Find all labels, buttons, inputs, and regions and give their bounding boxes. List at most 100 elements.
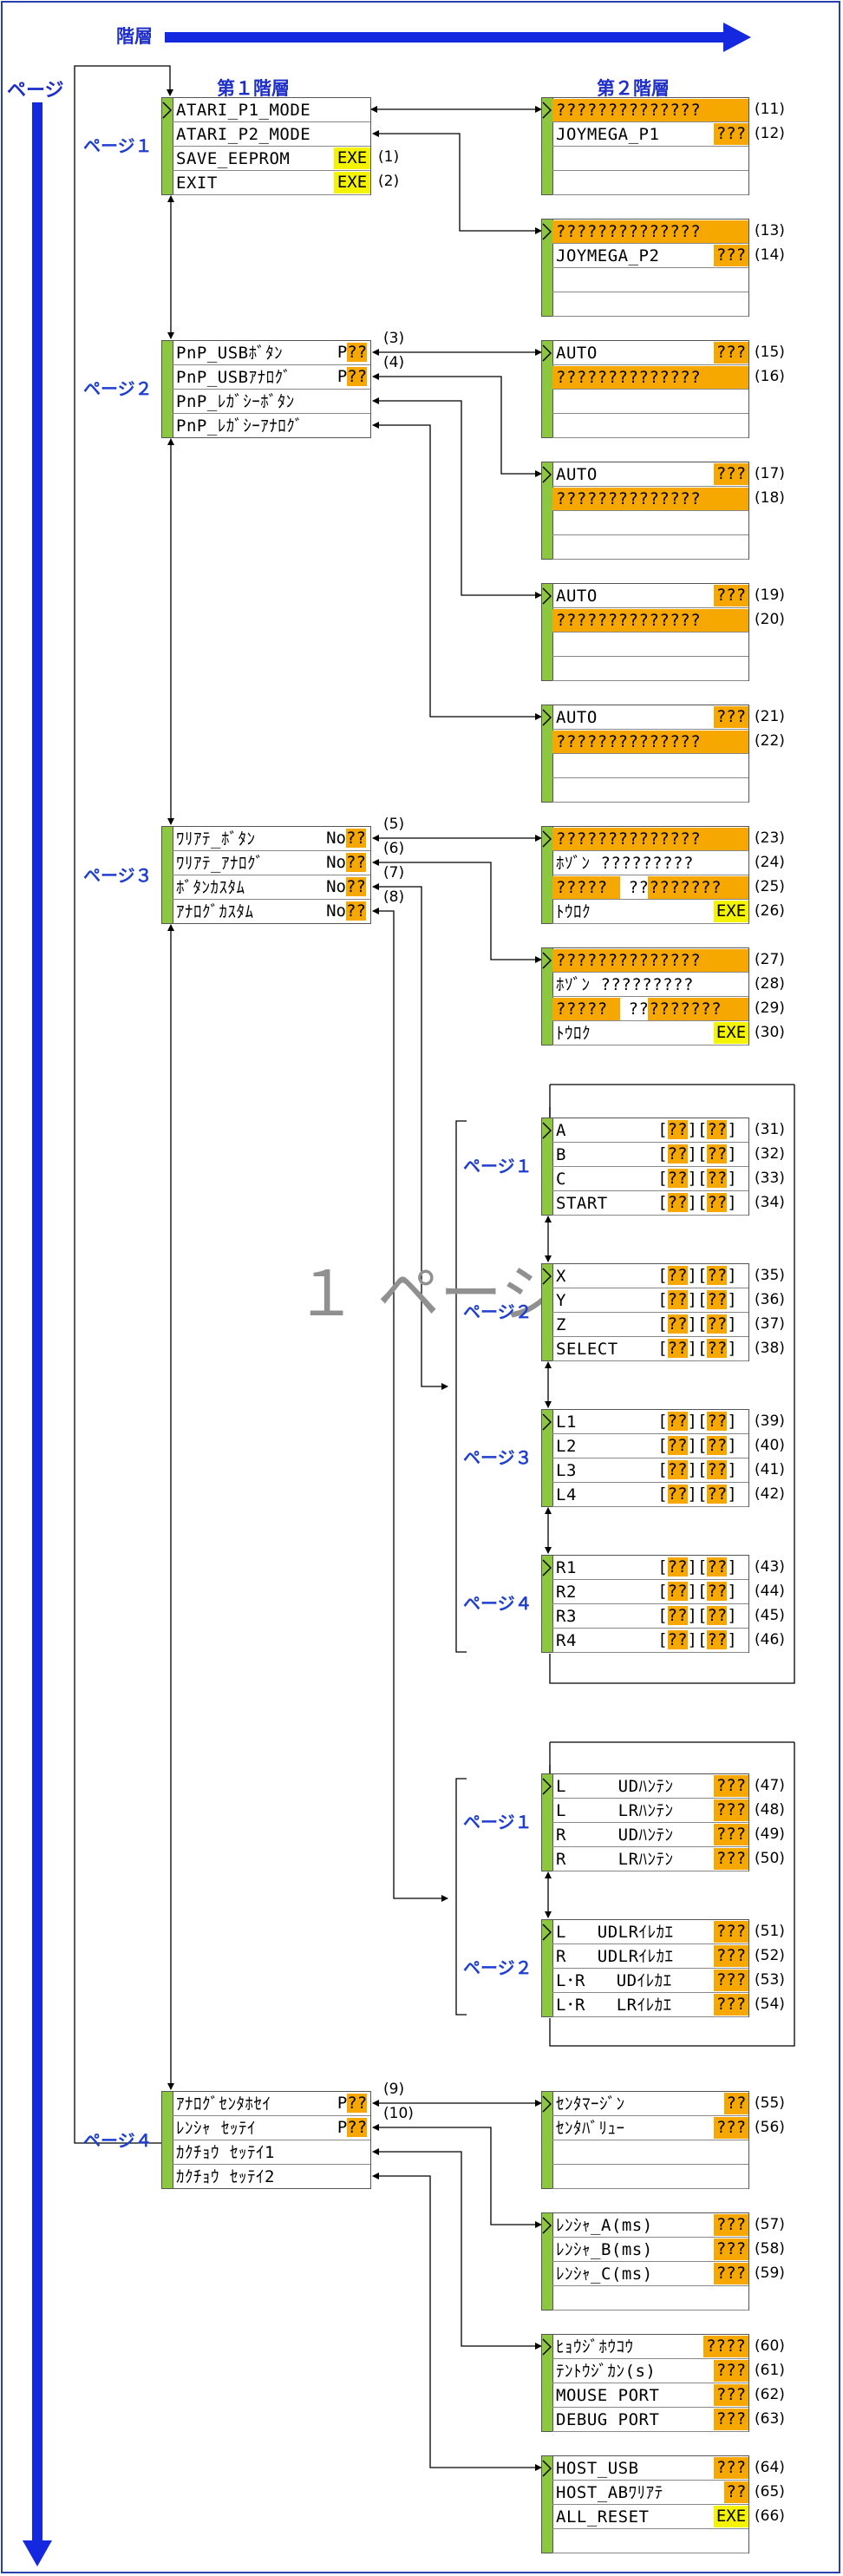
level2-menu-item[interactable]: ?????????????? (552, 827, 748, 851)
level2-menu-item[interactable]: START[??][??] (552, 1191, 748, 1216)
level2-menu-item[interactable]: HOST_USB??? (552, 2456, 748, 2481)
level2-menu-item[interactable]: ?????????????? (552, 608, 748, 633)
level2-menu-item[interactable]: ﾎｿﾞﾝ ????????? (552, 973, 748, 997)
level2-menu-item[interactable]: L･R LRｲﾚｶｴ??? (552, 1993, 748, 2017)
level2-menu-item[interactable]: SELECT[??][??] (552, 1337, 748, 1361)
level2-menu-item[interactable]: R UDﾊﾝﾃﾝ??? (552, 1823, 748, 1847)
level1-menu-item[interactable]: ｶｸﾁｮｳ ｾｯﾃｲ2 (173, 2165, 370, 2189)
level2-menu-item[interactable]: AUTO??? (552, 462, 748, 487)
level2-menu-item[interactable]: L LRﾊﾝﾃﾝ??? (552, 1799, 748, 1823)
level2-menu-item[interactable]: ?????????????? (552, 365, 748, 390)
level1-menu-item[interactable]: ATARI_P1_MODE (173, 98, 370, 122)
value-placeholder: ?? (707, 1314, 728, 1334)
level2-menu-item[interactable]: ﾚﾝｼｬ_A(ms)??? (552, 2213, 748, 2238)
item-number: (45) (755, 1607, 785, 1624)
level2-menu-item[interactable]: DEBUG PORT??? (552, 2408, 748, 2432)
level2-menu-item[interactable]: HOST_ABﾜﾘｱﾃ?? (552, 2481, 748, 2505)
level2-menu-item[interactable] (552, 171, 748, 195)
level2-menu-item[interactable]: ｾﾝﾀﾏｰｼﾞﾝ?? (552, 2092, 748, 2116)
level2-menu-item[interactable] (552, 657, 748, 681)
level2-menu-item[interactable]: ﾚﾝｼｬ_B(ms)??? (552, 2238, 748, 2262)
level1-menu-item[interactable]: PnP_ﾚｶﾞｼｰｱﾅﾛｸﾞ (173, 414, 370, 438)
level2-menu-item[interactable]: ?????????????? (552, 948, 748, 973)
level2-menu-item[interactable]: R2[??][??] (552, 1580, 748, 1604)
level2-menu-item[interactable]: L1[??][??] (552, 1410, 748, 1434)
level2-menu-item[interactable] (552, 2286, 748, 2311)
level1-menu-item[interactable]: PnP_ﾚｶﾞｼｰﾎﾞﾀﾝ (173, 390, 370, 414)
level2-menu-item[interactable]: R UDLRｲﾚｶｴ??? (552, 1944, 748, 1969)
level2-menu-item[interactable]: R LRﾊﾝﾃﾝ??? (552, 1847, 748, 1871)
level2-menu-item[interactable]: JOYMEGA_P2??? (552, 244, 748, 268)
level1-menu-item[interactable]: ATARI_P2_MODE (173, 122, 370, 147)
level2-menu-item[interactable]: ﾚﾝｼｬ_C(ms)??? (552, 2262, 748, 2286)
bracket: ] (727, 1582, 737, 1601)
level2-menu-item[interactable]: Y[??][??] (552, 1288, 748, 1313)
selection-cursor-icon (542, 1413, 552, 1431)
level2-menu-item[interactable]: ????? ????????? (552, 997, 748, 1021)
level2-menu-item[interactable]: AUTO??? (552, 341, 748, 365)
level2-menu-item[interactable]: ﾎｿﾞﾝ ????????? (552, 851, 748, 875)
item-note: (7) (383, 864, 405, 882)
menu-item-label: AUTO (556, 587, 598, 606)
level2-menu-item[interactable] (552, 268, 748, 292)
level2-menu-item[interactable]: AUTO??? (552, 705, 748, 730)
level2-menu-item[interactable]: X[??][??] (552, 1264, 748, 1288)
level2-menu-item[interactable] (552, 535, 748, 560)
level2-menu-item[interactable] (552, 2529, 748, 2553)
level2-menu-item[interactable]: ?????????????? (552, 730, 748, 754)
level2-menu-item[interactable] (552, 292, 748, 317)
level2-menu-item[interactable] (552, 147, 748, 171)
level2-menu: ﾋｮｳｼﾞﾎｳｺｳ????ﾃﾝﾄｳｼﾞｶﾝ(s)???MOUSE PORT???… (541, 2334, 749, 2432)
menu-item-label: AUTO (556, 465, 598, 484)
level2-menu-item[interactable] (552, 633, 748, 657)
level2-menu-item[interactable]: ????? ????????? (552, 875, 748, 900)
level2-menu-item[interactable]: L4[??][??] (552, 1483, 748, 1507)
level2-menu-item[interactable]: ｾﾝﾀﾊﾞﾘｭｰ??? (552, 2116, 748, 2140)
level2-menu-item[interactable] (552, 754, 748, 778)
level2-menu: ??????????????ﾎｿﾞﾝ ?????????????? ??????… (541, 947, 749, 1045)
level2-menu-item[interactable]: ﾃﾝﾄｳｼﾞｶﾝ(s)??? (552, 2359, 748, 2383)
level2-menu-item[interactable]: L UDLRｲﾚｶｴ??? (552, 1920, 748, 1944)
level2-menu-item[interactable]: C[??][??] (552, 1167, 748, 1191)
level2-menu-item[interactable] (552, 778, 748, 803)
value-placeholder: ?? (667, 1144, 688, 1163)
menu-item-label: L･R LRｲﾚｶｴ (556, 1996, 672, 2015)
level2-menu-item[interactable]: AUTO??? (552, 584, 748, 608)
level1-menu-item[interactable]: ｶｸﾁｮｳ ｾｯﾃｲ1 (173, 2140, 370, 2165)
level2-menu-item[interactable]: L2[??][??] (552, 1434, 748, 1458)
level2-menu-item[interactable]: R1[??][??] (552, 1556, 748, 1580)
level2-menu-item[interactable]: MOUSE PORT??? (552, 2383, 748, 2408)
menu-item-value: EXE (334, 172, 370, 193)
level2-menu-item[interactable]: L･R UDｲﾚｶｴ??? (552, 1969, 748, 1993)
level2-menu-item[interactable] (552, 414, 748, 438)
level2-menu-item[interactable]: JOYMEGA_P1??? (552, 122, 748, 147)
level2-menu-item[interactable]: L3[??][??] (552, 1458, 748, 1483)
level2-menu-item[interactable] (552, 2165, 748, 2189)
level2-menu-item[interactable]: R3[??][??] (552, 1604, 748, 1629)
level2-menu-item[interactable] (552, 390, 748, 414)
level2-menu-item[interactable]: B[??][??] (552, 1143, 748, 1167)
level2-menu-item[interactable]: ?????????????? (552, 220, 748, 244)
level2-menu-item[interactable]: ﾋｮｳｼﾞﾎｳｺｳ???? (552, 2335, 748, 2359)
level2-menu-item[interactable]: A[??][??] (552, 1118, 748, 1143)
level2-menu-item[interactable]: Z[??][??] (552, 1313, 748, 1337)
level2-menu-item[interactable] (552, 511, 748, 535)
level2-menu-item[interactable]: R4[??][??] (552, 1629, 748, 1653)
level2-menu-item[interactable] (552, 2140, 748, 2165)
level2-menu-item[interactable]: ?????????????? (552, 98, 748, 122)
level2-menu-item[interactable]: L UDﾊﾝﾃﾝ??? (552, 1774, 748, 1799)
level2-menu-item[interactable]: ?????????????? (552, 487, 748, 511)
